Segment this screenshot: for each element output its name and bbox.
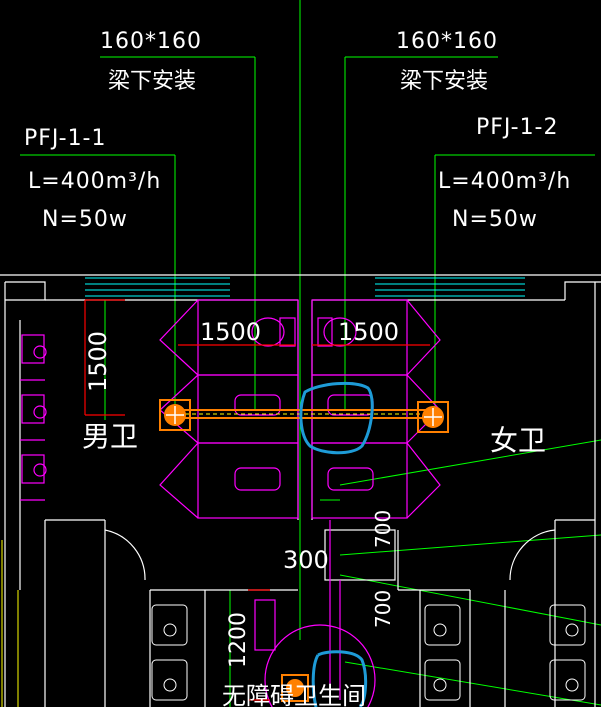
dim-corridor: 300	[283, 546, 329, 574]
duct-size-left: 160*160	[100, 29, 202, 54]
flow-left: L=400m³/h	[28, 169, 161, 194]
room-accessible: 无障碍卫生间	[222, 682, 366, 707]
louvers	[85, 277, 525, 297]
fan-left	[159, 399, 191, 431]
dim-grab-bar: 700	[371, 510, 395, 548]
edge-hatch	[1, 540, 19, 707]
fixtures	[20, 299, 441, 707]
power-left: N=50w	[42, 207, 128, 232]
room-womens: 女卫	[490, 424, 546, 457]
fan-right	[417, 401, 449, 433]
room-mens: 男卫	[82, 420, 138, 453]
dim-stall-width-left: 1500	[200, 318, 261, 346]
fan-id-right: PFJ-1-2	[476, 115, 559, 140]
install-note-right: 梁下安装	[400, 69, 488, 94]
install-note-left: 梁下安装	[108, 69, 196, 94]
dim-grab-bar-2: 700	[371, 590, 395, 628]
fan-id-left: PFJ-1-1	[24, 126, 107, 151]
sinks	[151, 604, 586, 701]
markup-circles	[299, 381, 374, 707]
dim-accessible-depth: 1200	[226, 612, 251, 668]
flow-right: L=400m³/h	[438, 169, 571, 194]
power-right: N=50w	[452, 207, 538, 232]
duct-size-right: 160*160	[396, 29, 498, 54]
dimension-lines	[84, 299, 430, 701]
dim-stall-width-right: 1500	[338, 318, 399, 346]
leader-lines	[20, 0, 601, 707]
dim-stall-depth: 1500	[84, 331, 112, 392]
fan-accessible	[281, 674, 309, 702]
